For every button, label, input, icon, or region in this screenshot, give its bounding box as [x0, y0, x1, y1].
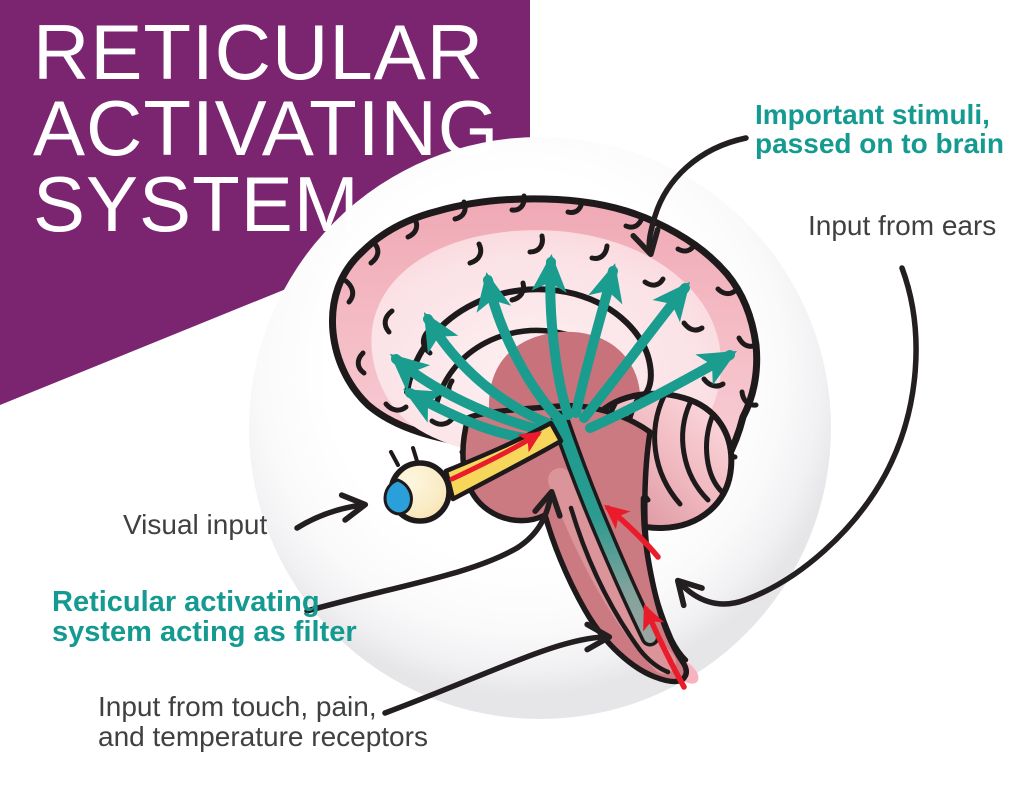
red-arrow-spinal-mid: [603, 504, 661, 560]
sensory-red-arrows: [603, 504, 687, 690]
arrow-ras-filter: [304, 488, 563, 614]
eye-icon: [383, 446, 452, 524]
red-arrow-optic: [449, 431, 543, 482]
page-title: RETICULAR ACTIVATING SYSTEM: [33, 8, 500, 248]
pupil: [383, 478, 413, 516]
arrow-input-ears: [674, 265, 919, 609]
brain-illustration: [328, 193, 761, 690]
ras-pathway-band: [554, 414, 656, 643]
label-input-touch-pain: Input from touch, pain, and temperature …: [98, 691, 428, 752]
label-ras-filter: Reticular activating system acting as fi…: [52, 586, 357, 648]
annotation-arrows: [294, 135, 919, 716]
cord-inner-lines: [568, 495, 689, 675]
arrow-input-touch: [382, 621, 613, 716]
label-important-stimuli: Important stimuli, passed on to brain: [755, 99, 1004, 159]
label-input-from-ears: Input from ears: [808, 210, 997, 241]
red-arrow-spinal-lower: [643, 604, 687, 690]
banner-backdrop: [0, 0, 530, 405]
arrow-visual-input: [294, 492, 369, 531]
arrow-important-stimuli: [630, 135, 749, 258]
optic-nerve: [443, 420, 564, 502]
label-visual-input: Visual input: [123, 509, 268, 540]
